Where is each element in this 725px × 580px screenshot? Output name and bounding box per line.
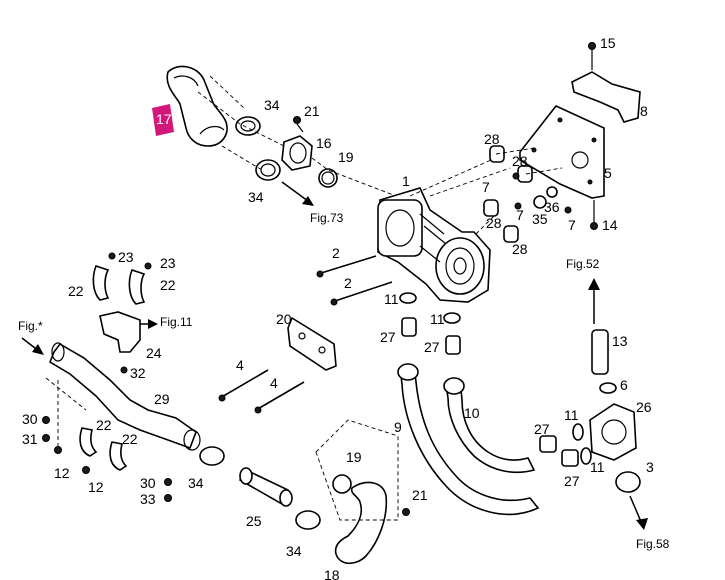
callout-30: 30 <box>22 411 38 427</box>
callout-31: 31 <box>22 431 38 447</box>
callout-11: 11 <box>384 291 399 307</box>
callout-35: 35 <box>532 211 548 227</box>
callout-12: 12 <box>54 465 70 481</box>
callout-3: 3 <box>646 459 654 475</box>
callout-27: 27 <box>534 421 550 437</box>
callout-16: 16 <box>316 135 332 151</box>
callout-11: 11 <box>564 407 579 423</box>
callout-1: 1 <box>402 173 410 189</box>
callout-28: 28 <box>484 131 500 147</box>
callout-23: 23 <box>160 255 176 271</box>
callout-34: 34 <box>264 97 280 113</box>
callout-19: 19 <box>346 449 362 465</box>
callout-25: 25 <box>246 513 262 529</box>
lower-left-pipe-assembly <box>21 252 337 502</box>
callout-7: 7 <box>516 207 524 223</box>
callout-6: 6 <box>620 377 628 393</box>
callout-21: 21 <box>412 487 428 503</box>
egr-cooler-assembly <box>316 155 511 355</box>
callout-26: 26 <box>636 399 652 415</box>
callout-2: 2 <box>332 245 340 261</box>
callout-22: 22 <box>68 283 84 299</box>
callout-2: 2 <box>344 275 352 291</box>
callout-34: 34 <box>286 543 302 559</box>
callout-17: 17 <box>156 111 172 127</box>
callout-22: 22 <box>160 277 176 293</box>
callout-4: 4 <box>270 375 278 391</box>
mounting-brackets <box>483 42 641 243</box>
callout-28: 28 <box>512 153 528 169</box>
callout-30: 30 <box>140 475 156 491</box>
callout-14: 14 <box>602 217 618 233</box>
callout-27: 27 <box>564 473 580 489</box>
callout-11: 11 <box>590 459 605 475</box>
callout-9: 9 <box>394 419 402 435</box>
callout-34: 34 <box>188 475 204 491</box>
figure-ref-fig52: Fig.52 <box>566 257 600 271</box>
callout-28: 28 <box>512 241 528 257</box>
highlight-marker <box>152 104 174 136</box>
callout-36: 36 <box>544 199 560 215</box>
figure-ref-fig11: Fig.11 <box>160 315 193 329</box>
callout-29: 29 <box>154 391 170 407</box>
right-side-fittings <box>588 278 648 530</box>
callout-28: 28 <box>486 215 502 231</box>
callout-27: 27 <box>380 329 396 345</box>
callout-34: 34 <box>248 189 264 205</box>
callout-33: 33 <box>140 491 156 507</box>
callout-22: 22 <box>122 431 138 447</box>
callout-27: 27 <box>424 339 440 355</box>
figure-ref-fig73: Fig.73 <box>310 211 344 225</box>
callout-8: 8 <box>640 103 648 119</box>
callout-22: 22 <box>96 417 112 433</box>
callout-20: 20 <box>276 311 292 327</box>
callout-13: 13 <box>612 333 628 349</box>
callout-10: 10 <box>464 405 480 421</box>
callout-24: 24 <box>146 345 162 361</box>
callout-11: 11 <box>430 311 445 327</box>
callout-32: 32 <box>130 365 146 381</box>
figure-ref-figstar: Fig.* <box>18 319 43 333</box>
lower-hose-assembly <box>238 363 592 565</box>
callout-21: 21 <box>304 103 320 119</box>
upper-hose-assembly <box>152 65 397 206</box>
callout-7: 7 <box>482 179 490 195</box>
callout-12: 12 <box>88 479 104 495</box>
callout-4: 4 <box>236 357 244 373</box>
callout-7: 7 <box>568 217 576 233</box>
callout-23: 23 <box>118 249 134 265</box>
callout-18: 18 <box>324 567 340 580</box>
callout-15: 15 <box>600 35 616 51</box>
callout-19: 19 <box>338 149 354 165</box>
figure-ref-fig58: Fig.58 <box>636 537 670 551</box>
callout-5: 5 <box>604 165 612 181</box>
